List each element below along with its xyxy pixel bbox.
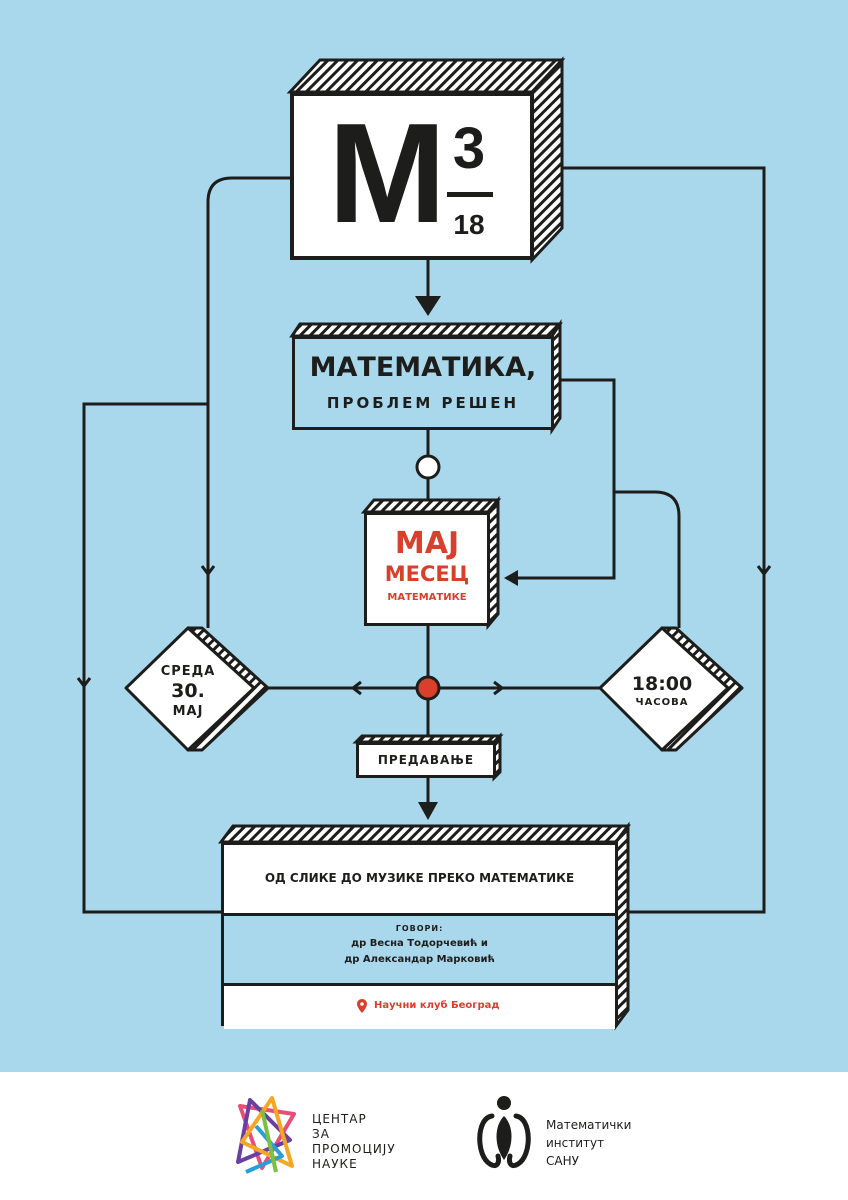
org2-line-2: институт (546, 1136, 605, 1150)
date-day: СРЕДА (160, 664, 216, 679)
header-superscript: 3 (452, 116, 486, 181)
month-line2: МЕСЕЦ (384, 562, 470, 586)
location-pin-icon (357, 999, 367, 1013)
date-diamond (124, 626, 256, 752)
node-open-circle (415, 454, 441, 480)
location-panel: Научни клуб Београд (224, 983, 615, 1029)
arrow-down-icon (415, 296, 441, 316)
connector-right-outer (560, 166, 766, 914)
title-sub: ПРОБЛЕМ РЕШЕН (326, 394, 520, 412)
time-unit: ЧАСОВА (635, 697, 689, 708)
time-diamond (598, 626, 730, 752)
connector-time-loop (614, 490, 681, 628)
date-month: МАЈ (172, 704, 204, 719)
location-text: Научни клуб Београд (374, 1000, 500, 1011)
math-institute-logo (477, 1096, 531, 1169)
org1-line-3: ПРОМОЦИЈУ (312, 1142, 396, 1156)
chevron-down-icon (200, 565, 216, 577)
event-type-box: ПРЕДАВАЊЕ (356, 742, 496, 778)
month-line1: МАЈ (394, 526, 460, 561)
title-box: МАТЕМАТИКА, ПРОБЛЕМ РЕШЕН (292, 336, 554, 430)
lecture-title: ОД СЛИКЕ ДО МУЗИКЕ ПРЕКО МАТЕМАТИКЕ (264, 871, 575, 885)
event-type-label: ПРЕДАВАЊЕ (377, 753, 475, 767)
org1-line-4: НАУКЕ (312, 1157, 358, 1171)
org2-line-3: САНУ (546, 1154, 579, 1168)
poster-background: M 3 18 МАТЕМАТИКА, ПРОБЛЕМ РЕШЕН МАЈ МЕС… (0, 0, 848, 1072)
header-fraction-bar (447, 192, 493, 197)
title-box-top (289, 322, 563, 338)
month-box: МАЈ МЕСЕЦ МАТЕМАТИКЕ (364, 512, 490, 626)
speakers-label: ГОВОРИ: (395, 924, 444, 933)
lecture-title-panel: ОД СЛИКЕ ДО МУЗИКЕ ПРЕКО МАТЕМАТИКЕ (224, 845, 615, 916)
speaker-2: др Александар Марковић (344, 954, 495, 965)
connector-left-outer (82, 402, 221, 914)
header-subscript: 18 (453, 209, 485, 240)
chevron-right-icon (493, 680, 505, 696)
org1-line-2: ЗА (312, 1127, 330, 1141)
header-box: M 3 18 (290, 92, 534, 260)
time-value: 18:00 (631, 673, 693, 695)
footer: ЦЕНТАР ЗА ПРОМОЦИЈУ НАУКЕ Математички ин… (0, 1072, 848, 1200)
chevron-down-icon (76, 677, 92, 689)
connector-title-to-month (508, 378, 616, 580)
speaker-1: др Весна Тодорчевић и (351, 938, 488, 949)
lecture-box: ОД СЛИКЕ ДО МУЗИКЕ ПРЕКО МАТЕМАТИКЕ ГОВО… (221, 842, 618, 1029)
promotion-center-logo (236, 1096, 296, 1174)
org1-line-1: ЦЕНТАР (312, 1112, 367, 1126)
arrow-down-icon (418, 802, 438, 820)
org2-line-1: Математички (546, 1118, 632, 1132)
node-red-circle (415, 675, 441, 701)
header-box-top (286, 58, 566, 94)
title-main: МАТЕМАТИКА, (309, 352, 537, 383)
month-line3: МАТЕМАТИКЕ (387, 592, 467, 603)
connector-left-top (206, 176, 290, 628)
date-number: 30. (171, 680, 205, 702)
header-letter: M (328, 94, 447, 253)
lecture-box-top (218, 824, 631, 844)
arrow-left-icon (504, 570, 518, 586)
chevron-down-icon (756, 565, 772, 577)
month-box-top (360, 498, 502, 514)
chevron-left-icon (350, 680, 362, 696)
header-box-side (530, 56, 564, 264)
